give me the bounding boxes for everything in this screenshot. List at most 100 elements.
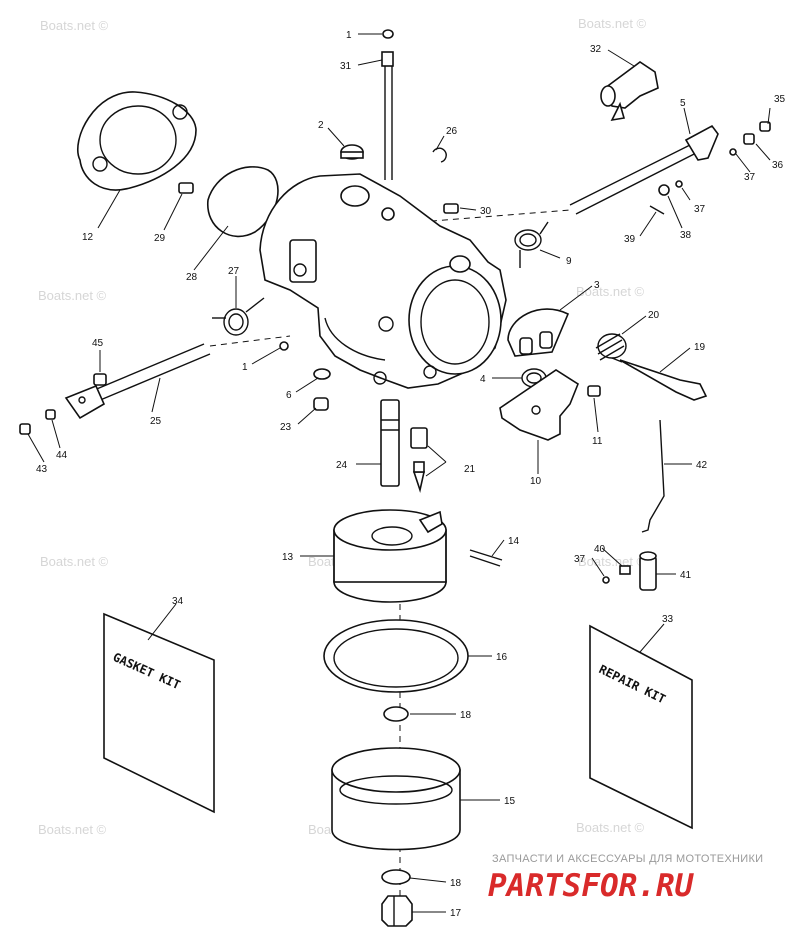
part-20-spring bbox=[595, 333, 627, 361]
part-10-throttle-plate bbox=[499, 369, 579, 441]
callout-31: 31 bbox=[340, 61, 352, 72]
callout-36: 36 bbox=[772, 160, 784, 171]
callout-27: 27 bbox=[228, 266, 240, 277]
callout-28: 28 bbox=[186, 272, 198, 283]
part-carburetor-body bbox=[259, 173, 507, 389]
callout-32: 32 bbox=[590, 44, 602, 55]
callout-29: 29 bbox=[154, 233, 166, 244]
part-44-washer bbox=[45, 409, 56, 420]
part-32-fuel-fitting bbox=[600, 61, 659, 122]
brand-footer: ЗАПЧАСТИ И АКСЕССУАРЫ ДЛЯ МОТОТЕХНИКИ PA… bbox=[488, 853, 763, 904]
watermark: Boats.net © bbox=[40, 554, 109, 569]
watermark: Boats.net © bbox=[38, 822, 107, 837]
callout-13: 13 bbox=[282, 552, 294, 563]
watermark: Boats.net © bbox=[38, 288, 107, 303]
brand-subtitle: ЗАПЧАСТИ И АКСЕССУАРЫ ДЛЯ МОТОТЕХНИКИ bbox=[492, 853, 763, 865]
callout-labels: 1 31 2 26 32 5 35 36 37 12 29 30 37 38 3… bbox=[36, 30, 786, 919]
callout-14: 14 bbox=[508, 536, 520, 547]
part-43-screw bbox=[19, 423, 31, 435]
part-37-washer-c bbox=[602, 576, 610, 584]
part-23-plug bbox=[313, 397, 329, 411]
part-1-ball bbox=[279, 341, 289, 351]
watermark: Boats.net © bbox=[40, 18, 109, 33]
callout-5: 5 bbox=[680, 98, 686, 109]
leader-lines bbox=[27, 33, 771, 913]
part-28-choke-plate bbox=[207, 166, 279, 238]
part-18-washer-b bbox=[381, 869, 411, 885]
callout-33: 33 bbox=[662, 614, 674, 625]
part-30-screw bbox=[443, 203, 459, 214]
part-15-float-bowl bbox=[331, 747, 461, 851]
part-16-bowl-gasket bbox=[323, 619, 469, 693]
callout-2: 2 bbox=[318, 120, 324, 131]
callout-4: 4 bbox=[480, 374, 486, 385]
callout-23: 23 bbox=[280, 422, 292, 433]
callout-37: 37 bbox=[574, 554, 586, 565]
part-24-main-jet-tube bbox=[380, 399, 400, 487]
callout-37: 37 bbox=[744, 172, 756, 183]
watermark: Boats.net © bbox=[578, 16, 647, 31]
part-26-clip bbox=[432, 147, 447, 163]
callout-35: 35 bbox=[774, 94, 786, 105]
part-19-mixture-screw bbox=[611, 357, 708, 401]
callout-1: 1 bbox=[242, 362, 248, 373]
callout-26: 26 bbox=[446, 126, 458, 137]
callout-17: 17 bbox=[450, 908, 462, 919]
callout-11: 11 bbox=[592, 436, 603, 447]
part-6-washer bbox=[313, 368, 331, 380]
part-31-rod bbox=[381, 29, 394, 180]
callout-9: 9 bbox=[566, 256, 572, 267]
callout-42: 42 bbox=[696, 460, 708, 471]
part-13-float bbox=[333, 509, 447, 603]
part-14-float-pin bbox=[469, 549, 503, 561]
watermark: Boats.net © bbox=[578, 554, 647, 569]
part-11-screw bbox=[587, 385, 601, 397]
callout-44: 44 bbox=[56, 450, 68, 461]
callout-3: 3 bbox=[594, 280, 600, 291]
part-14-float-pin bbox=[469, 555, 501, 567]
callout-20: 20 bbox=[648, 310, 660, 321]
callout-41: 41 bbox=[680, 570, 692, 581]
callout-12: 12 bbox=[82, 232, 94, 243]
callout-39: 39 bbox=[624, 234, 636, 245]
callout-25: 25 bbox=[150, 416, 162, 427]
callout-38: 38 bbox=[680, 230, 692, 241]
part-5-throttle-shaft bbox=[419, 124, 719, 223]
part-9-spring bbox=[514, 221, 549, 268]
part-40-pin bbox=[619, 565, 631, 575]
part-37-washer-b bbox=[675, 180, 683, 188]
part-25-choke-shaft bbox=[64, 335, 291, 420]
part-36-screw bbox=[743, 133, 755, 145]
callout-45: 45 bbox=[92, 338, 104, 349]
part-33-repair-kit: REPAIR KIT bbox=[589, 624, 693, 830]
callout-19: 19 bbox=[694, 342, 706, 353]
callout-15: 15 bbox=[504, 796, 516, 807]
part-12-flange-gasket bbox=[77, 91, 197, 191]
part-21-jet bbox=[410, 427, 428, 493]
callout-21: 21 bbox=[464, 464, 476, 475]
callout-1: 1 bbox=[346, 30, 352, 41]
callout-34: 34 bbox=[172, 596, 184, 607]
part-41-needle bbox=[639, 551, 657, 591]
part-2-plug bbox=[340, 144, 364, 160]
callout-16: 16 bbox=[496, 652, 508, 663]
part-35-screw bbox=[759, 121, 771, 132]
callout-40: 40 bbox=[594, 544, 606, 555]
brand-logo: PARTSFOR.RU bbox=[488, 868, 695, 904]
callout-6: 6 bbox=[286, 390, 292, 401]
watermark: Boats.net © bbox=[576, 284, 645, 299]
callout-37: 37 bbox=[694, 204, 706, 215]
part-37-washer bbox=[729, 148, 737, 156]
callout-24: 24 bbox=[336, 460, 348, 471]
watermark: Boats.net © bbox=[576, 820, 645, 835]
callout-18: 18 bbox=[450, 878, 462, 889]
callout-10: 10 bbox=[530, 476, 542, 487]
callout-18: 18 bbox=[460, 710, 472, 721]
part-18-washer bbox=[383, 706, 409, 722]
part-3-cam-plate bbox=[507, 308, 570, 357]
part-38-washer bbox=[658, 184, 670, 196]
part-29-screw bbox=[178, 182, 194, 194]
part-17-bowl-nut bbox=[381, 895, 413, 927]
part-45-nut bbox=[93, 373, 107, 386]
